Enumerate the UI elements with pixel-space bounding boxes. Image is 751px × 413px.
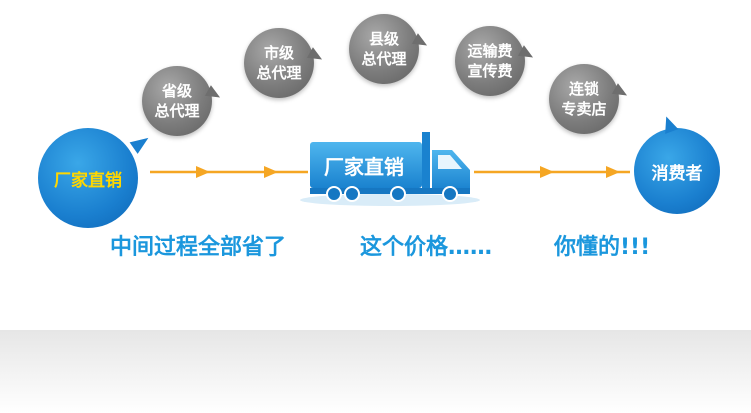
consumer-label: 消费者 (651, 163, 703, 184)
consumer-circle: 消费者 (634, 128, 720, 214)
bubble-line1: 运输费 (467, 42, 513, 60)
caption-part3: 你懂的!!! (554, 235, 651, 260)
bubble-line2: 总代理 (154, 102, 200, 120)
arrow-head-icon (540, 166, 554, 178)
bubble-line2: 总代理 (361, 50, 407, 68)
road-fade (0, 330, 751, 413)
arrow-head-icon (196, 166, 210, 178)
arrow-line-right (474, 166, 630, 178)
bubble-provincial-agent: 省级 总代理 (142, 66, 212, 136)
caption-part2: 这个价格…… (360, 235, 493, 260)
bubble-line1: 市级 (263, 44, 294, 62)
bubble-chain-store: 连锁 专卖店 (549, 64, 619, 134)
arrow-head-icon (606, 166, 620, 178)
bubble-line1: 县级 (368, 30, 399, 48)
factory-circle: 厂家直销 (38, 128, 138, 228)
truck-label: 厂家直销 (324, 154, 404, 179)
bubble-line1: 省级 (161, 82, 192, 100)
bubble-line2: 总代理 (256, 64, 302, 82)
arrow-head-icon (264, 166, 278, 178)
caption-part1: 中间过程全部省了 (110, 235, 287, 260)
bubble-county-agent: 县级 总代理 (349, 14, 419, 84)
bubble-line1: 连锁 (568, 80, 599, 98)
bubble-transport-advertising: 运输费 宣传费 (455, 26, 525, 96)
factory-label: 厂家直销 (54, 170, 122, 191)
bubble-line2: 宣传费 (467, 62, 513, 80)
truck-icon (300, 132, 480, 206)
bubble-city-agent: 市级 总代理 (244, 28, 314, 98)
bubble-line2: 专卖店 (561, 100, 607, 118)
arrow-line-left (150, 166, 308, 178)
